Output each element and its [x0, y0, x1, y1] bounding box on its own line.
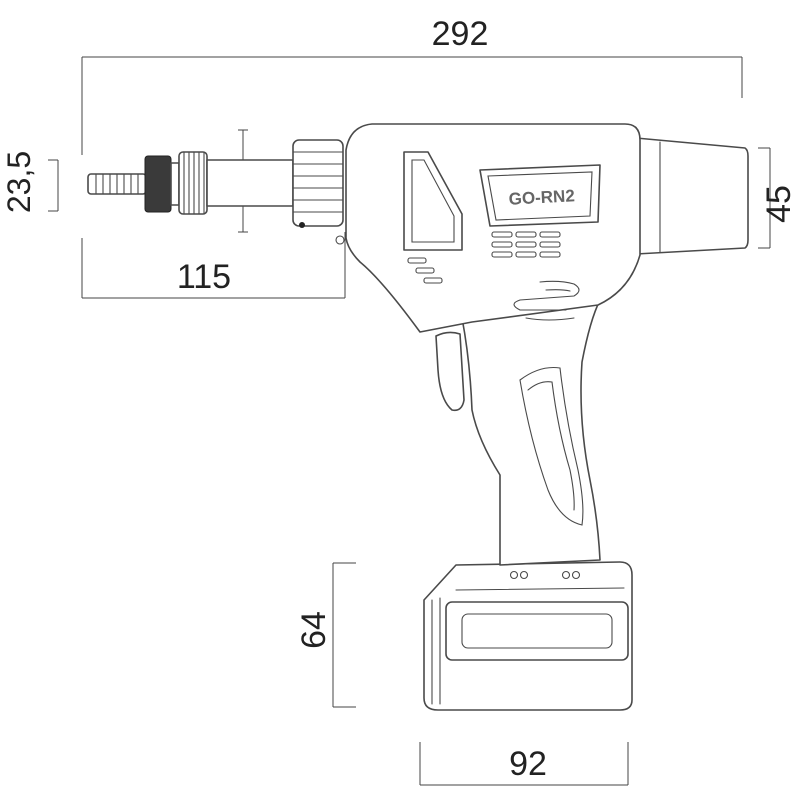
lock-nut: [144, 155, 172, 213]
rear-cylinder: [635, 137, 749, 255]
battery-window: [461, 613, 613, 649]
battery-led: [561, 570, 571, 580]
dimension-battery-height: 64: [295, 562, 356, 708]
thread-marks: [95, 173, 139, 195]
side-slots: [407, 257, 443, 284]
dimension-battery-width: 92: [419, 742, 629, 786]
knurled-nosepiece: [178, 151, 208, 215]
dimension-overall-length: 292: [81, 15, 743, 155]
vent-slots: [491, 231, 561, 258]
battery-led: [519, 570, 529, 580]
handle-grip-inlay: [519, 366, 584, 526]
battery-led: [571, 570, 581, 580]
label-overall-length: 292: [432, 15, 489, 53]
label-nose-length: 115: [177, 258, 231, 296]
front-window: [403, 151, 463, 251]
label-rear-height: 45: [760, 185, 798, 223]
housing-screw: [335, 235, 345, 245]
battery-led: [509, 570, 519, 580]
nose-shaft: [206, 159, 294, 207]
washer: [170, 162, 180, 206]
collar-marks: [292, 151, 344, 213]
model-label: GO-RN2: [508, 186, 575, 208]
collar-dot: [299, 222, 305, 228]
knurl-marks: [183, 151, 205, 215]
label-battery-height: 64: [295, 611, 333, 649]
trigger: [435, 331, 465, 412]
tool-body: GO-RN2: [335, 123, 749, 711]
main-housing: [345, 123, 641, 333]
knurled-collar: [292, 139, 344, 227]
grip-s-curve: [513, 280, 580, 311]
label-nose-diameter: 23,5: [1, 151, 37, 213]
brand-badge: [479, 164, 601, 227]
dimension-nose-diameter: 23,5: [1, 151, 59, 213]
dimension-nose-length: 115: [81, 232, 346, 299]
dimension-rear-height: 45: [758, 147, 798, 249]
nose-assembly: [87, 139, 344, 228]
battery-panel: [445, 601, 629, 661]
label-battery-width: 92: [509, 745, 547, 783]
